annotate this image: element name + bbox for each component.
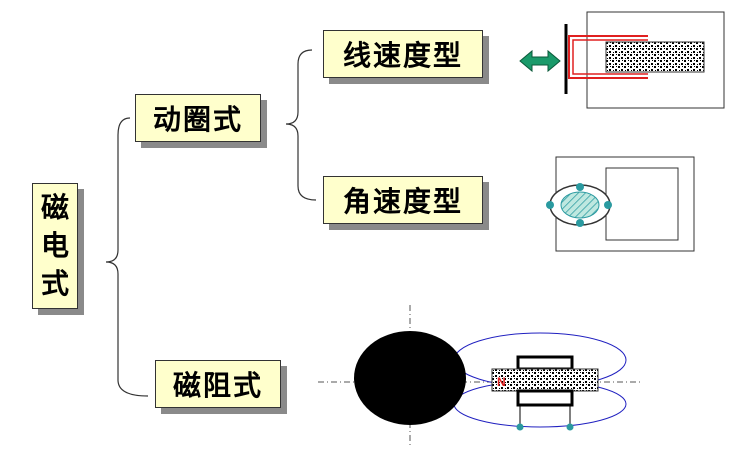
ferromagnetic-gear <box>354 331 466 425</box>
sensor-dot <box>576 183 584 191</box>
coil-frame-inner <box>572 39 648 75</box>
angular-velocity-diagram <box>546 156 695 252</box>
root-char: 式 <box>40 267 69 300</box>
terminal-dot <box>566 423 574 431</box>
magnet-bar <box>491 368 599 392</box>
reluctance-box: 磁阻式 <box>155 360 281 408</box>
linear-velocity-diagram <box>519 11 725 109</box>
moving-coil-label: 动圈式 <box>152 103 243 136</box>
reluctance-diagram: N <box>318 305 640 448</box>
root-char: 磁 <box>40 191 69 224</box>
coil-top <box>516 355 574 371</box>
coil-frame <box>568 35 648 79</box>
rotor-coil <box>560 191 600 219</box>
double-arrow-icon <box>519 49 561 73</box>
angular-velocity-box: 角速度型 <box>323 176 483 224</box>
root-bracket <box>105 117 149 397</box>
angular-velocity-label: 角速度型 <box>342 185 463 218</box>
sensor-dot <box>576 219 584 227</box>
terminal-dot <box>516 423 524 431</box>
sensor-dot <box>546 201 554 209</box>
linear-velocity-label: 线速度型 <box>342 39 463 72</box>
magnetoelectric-root-box: 磁 电 式 <box>32 183 78 309</box>
rotor-core <box>605 167 679 241</box>
pole-label: N <box>497 375 506 389</box>
magnet-core <box>605 41 705 73</box>
moving-coil-box: 动圈式 <box>135 94 261 142</box>
sensor-dot <box>604 201 612 209</box>
reluctance-label: 磁阻式 <box>172 369 263 402</box>
moving-coil-bracket <box>285 49 317 201</box>
coil-bottom <box>516 389 574 407</box>
root-char: 电 <box>40 229 69 262</box>
linear-velocity-box: 线速度型 <box>323 30 483 78</box>
